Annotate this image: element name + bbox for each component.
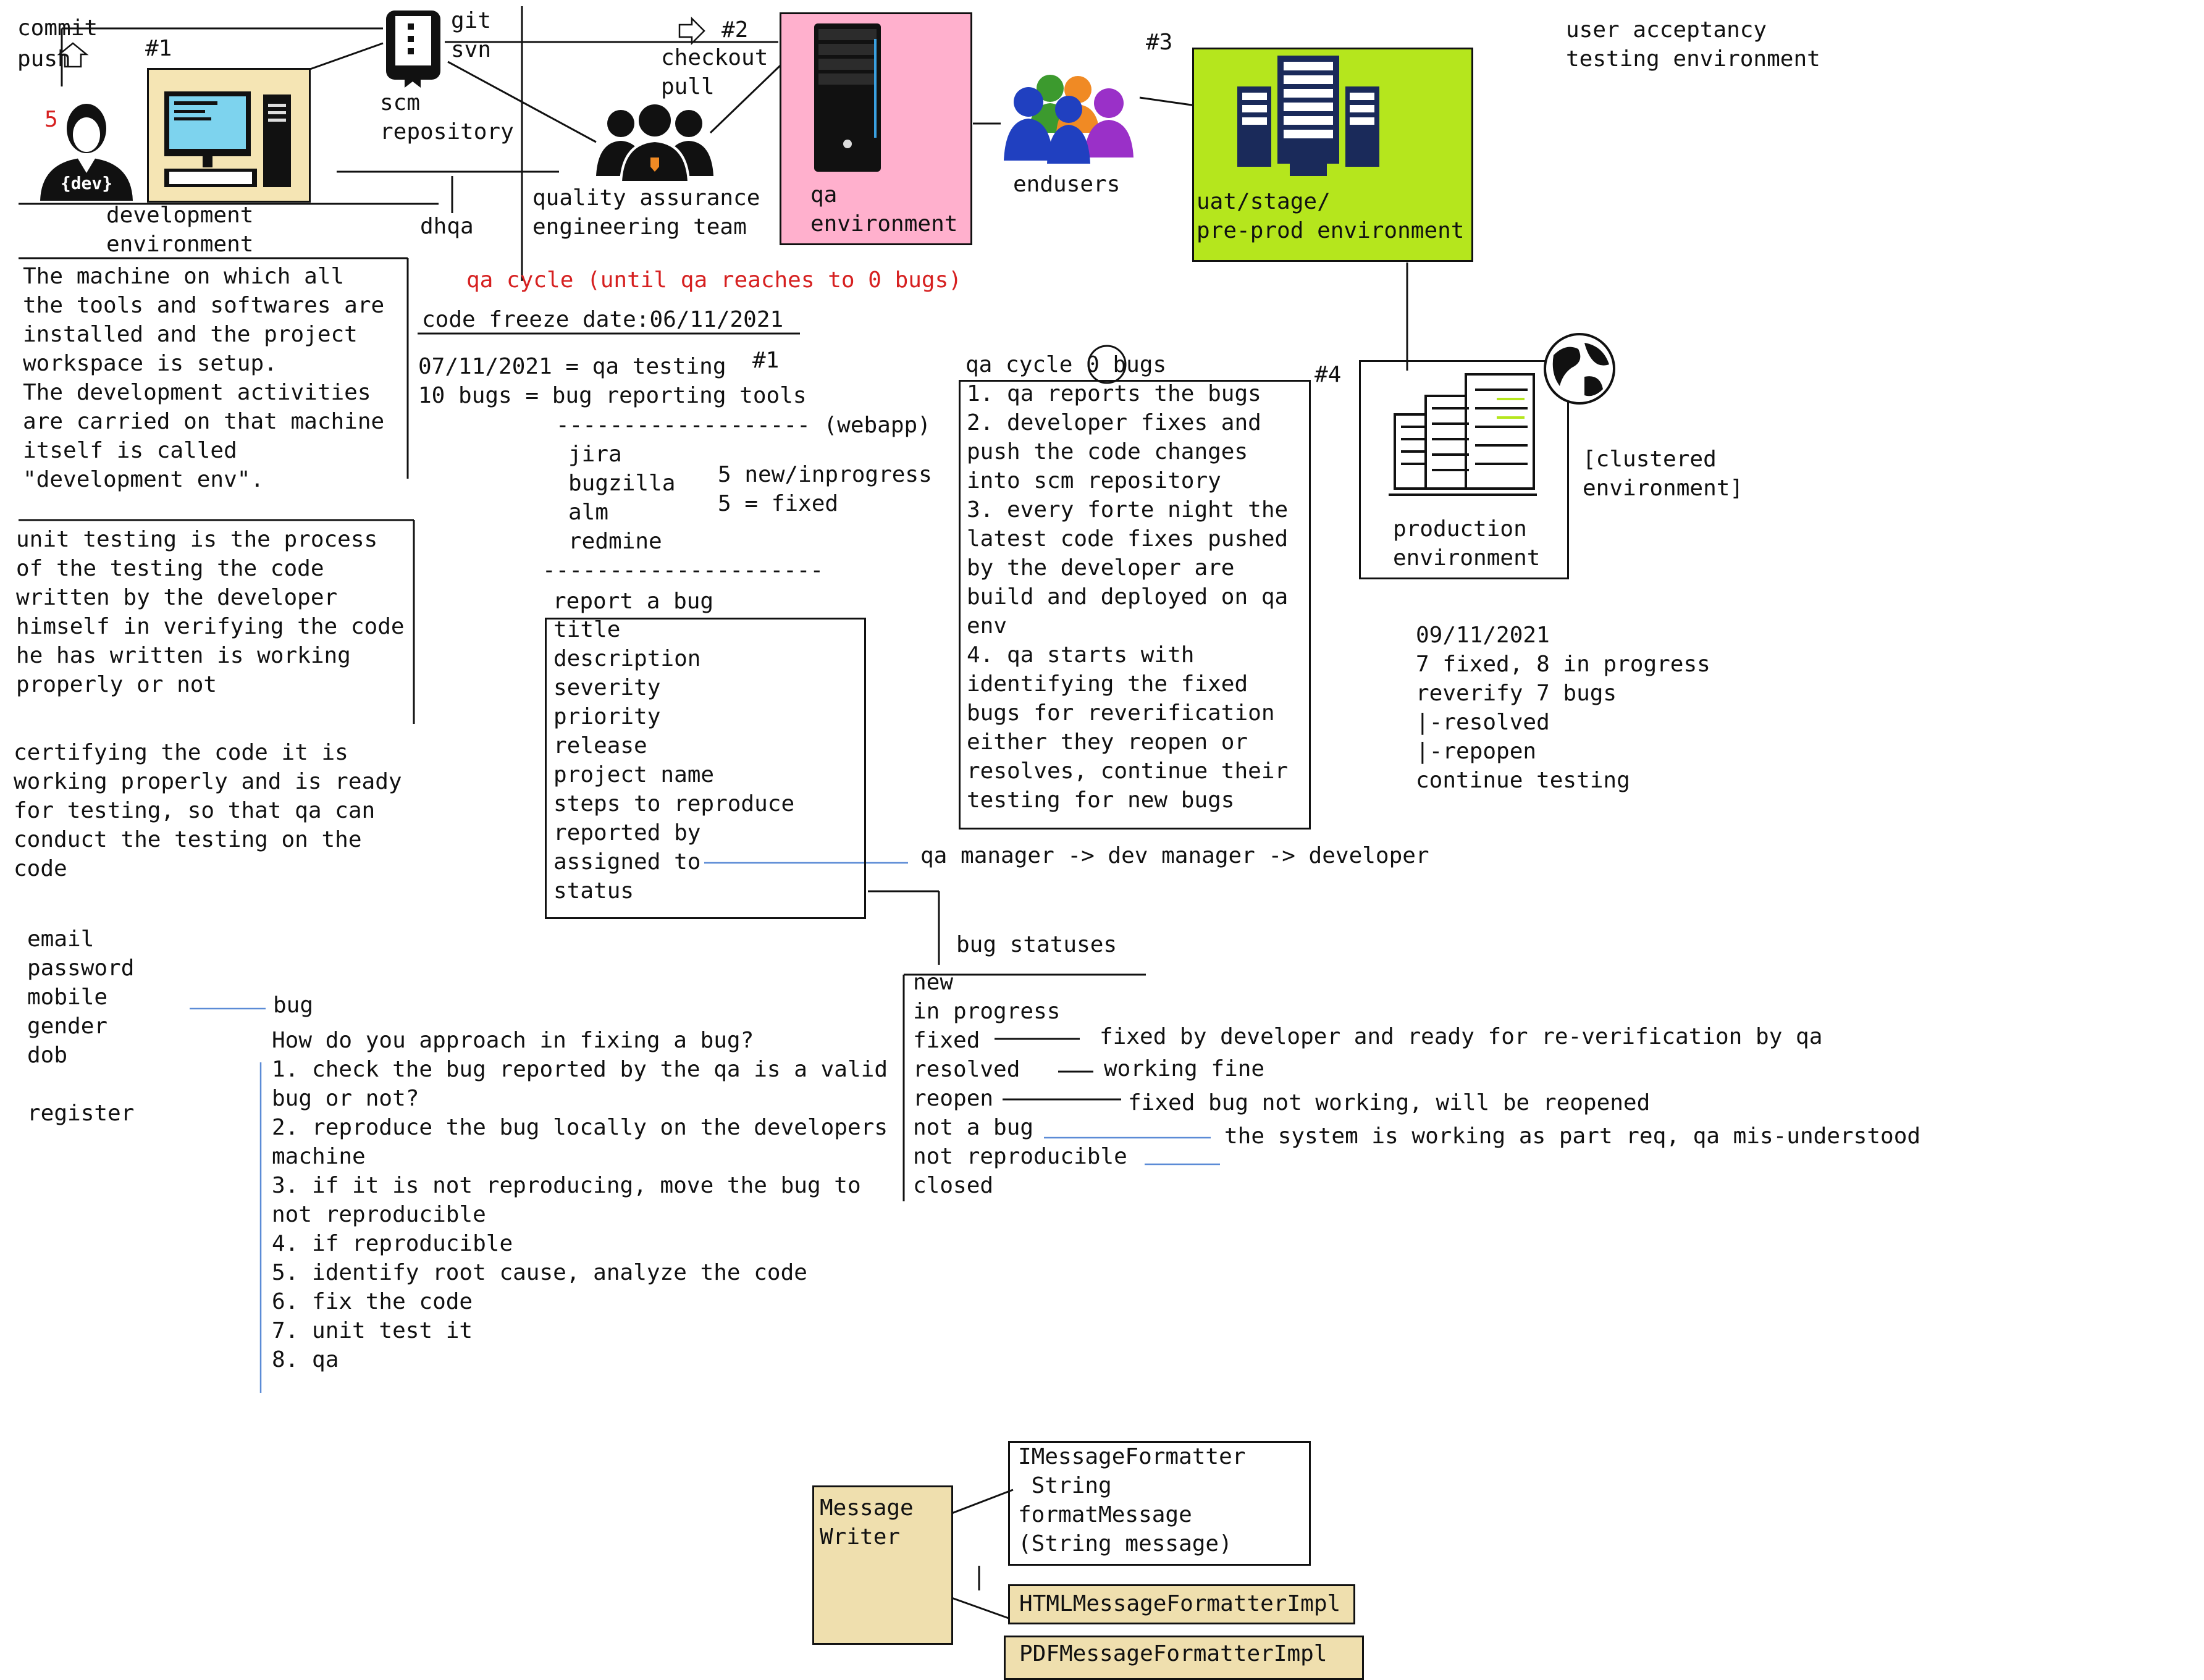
bug-fields-box: title description severity priority rele… [545, 617, 866, 919]
development-machine-box [147, 68, 311, 203]
message-writer-label: Message Writer [820, 1495, 914, 1550]
message-formatter-interface-label: IMessageFormatter String formatMessage (… [1018, 1444, 1246, 1556]
scm-repository-label: scm repository [380, 90, 514, 145]
dhqa-label: dhqa [420, 214, 474, 239]
push-label: push [17, 46, 71, 72]
qa-environment-box [780, 12, 972, 245]
message-formatter-interface: IMessageFormatter String formatMessage (… [1008, 1441, 1311, 1566]
server-rack-icon [1231, 56, 1379, 179]
step-number-4: #4 [1314, 362, 1342, 387]
not-a-bug-description: the system is working as part req, qa mi… [1224, 1124, 1921, 1149]
qa-cycle-note: qa cycle (until qa reaches to 0 bugs) [466, 267, 962, 293]
qa-team-icon [593, 99, 717, 183]
dev-env-label: development environment [106, 203, 254, 257]
step-number-3: #3 [1146, 30, 1173, 55]
qa-cycle-steps-box: 1. qa reports the bugs 2. developer fixe… [959, 380, 1311, 830]
qa-testing-date: 07/11/2021 = qa testing [418, 354, 726, 379]
endusers-group-icon [1001, 71, 1140, 164]
qa-team-label: quality assurance engineering team [532, 185, 760, 240]
message-writer-class: Message Writer [812, 1485, 953, 1645]
bug-counts: 5 new/inprogress 5 = fixed [718, 462, 932, 516]
clustered-environment-note: [clustered environment] [1583, 447, 1744, 501]
dash-separator: --------------------- [542, 558, 824, 583]
status-update-note: 09/11/2021 7 fixed, 8 in progress reveri… [1416, 623, 1710, 793]
uat-environment-box [1192, 48, 1473, 262]
fixed-status-description: fixed by developer and ready for re-veri… [1100, 1024, 1823, 1049]
production-environment-box [1359, 360, 1569, 579]
commit-label: commit [17, 15, 98, 41]
reopen-status-description: fixed bug not working, will be reopened [1128, 1090, 1651, 1115]
qa-cycle-prefix: qa cycle [965, 352, 1087, 377]
production-environment-label: production environment [1393, 516, 1541, 571]
step-number-2: #2 [721, 17, 749, 43]
bug-tools-list: jira bugzilla alm redmine [568, 442, 676, 554]
computer-icon [164, 91, 294, 190]
bug-statuses-heading: bug statuses [956, 932, 1117, 957]
webapp-line: ------------------- (webapp) [556, 413, 931, 438]
qa-cycle-suffix: bugs [1099, 352, 1167, 377]
pdf-formatter-impl-class: PDFMessageFormatterImpl [1004, 1636, 1364, 1680]
html-formatter-impl-class: HTMLMessageFormatterImpl [1008, 1584, 1355, 1624]
assignment-flow: qa manager -> dev manager -> developer [920, 843, 1429, 868]
globe-icon [1541, 330, 1618, 408]
server-tower-icon [811, 20, 884, 175]
zero-bugs-count: 0 [1086, 352, 1100, 377]
bug-fixing-approach: How do you approach in fixing a bug? 1. … [272, 1028, 888, 1372]
registration-form-fields: email password mobile gender dob registe… [27, 926, 135, 1126]
step-number-1: #1 [145, 36, 172, 61]
checkout-pull-label: checkout pull [661, 45, 768, 99]
unit-testing-description: unit testing is the process of the testi… [16, 527, 405, 697]
report-bug-heading: report a bug [553, 589, 714, 614]
uat-heading: user acceptancy testing environment [1566, 17, 1820, 72]
endusers-label: endusers [1013, 172, 1121, 197]
developer-avatar-icon: {dev} [34, 99, 139, 201]
repository-icon [383, 7, 445, 88]
bug-statuses-list: new in progress fixed resolved reopen no… [913, 970, 1127, 1198]
server-cluster-icon [1389, 371, 1537, 501]
step-number-1b: #1 [752, 348, 780, 373]
pdf-formatter-impl-label: PDFMessageFormatterImpl [1019, 1641, 1327, 1666]
certifying-description: certifying the code it is working proper… [14, 740, 402, 881]
git-svn-label: git svn [451, 8, 492, 62]
uat-environment-label: uat/stage/ pre-prod environment [1197, 189, 1465, 243]
resolved-status-description: working fine [1104, 1056, 1265, 1082]
qa-environment-label: qa environment [810, 182, 958, 237]
bug-fields-list: title description severity priority rele… [553, 617, 795, 904]
qa-cycle-zero-heading: qa cycle 0 bugs [965, 350, 1166, 379]
dev-env-description: The machine on which all the tools and s… [23, 264, 385, 492]
bug-label: bug [273, 993, 314, 1018]
dev-badge: {dev} [61, 173, 112, 193]
html-formatter-impl-label: HTMLMessageFormatterImpl [1019, 1591, 1341, 1616]
step-number-5: 5 [44, 107, 58, 132]
bugs-tools-line: 10 bugs = bug reporting tools [418, 383, 807, 408]
qa-cycle-steps: 1. qa reports the bugs 2. developer fixe… [967, 381, 1289, 813]
code-freeze-date: code freeze date:06/11/2021 [422, 307, 784, 332]
